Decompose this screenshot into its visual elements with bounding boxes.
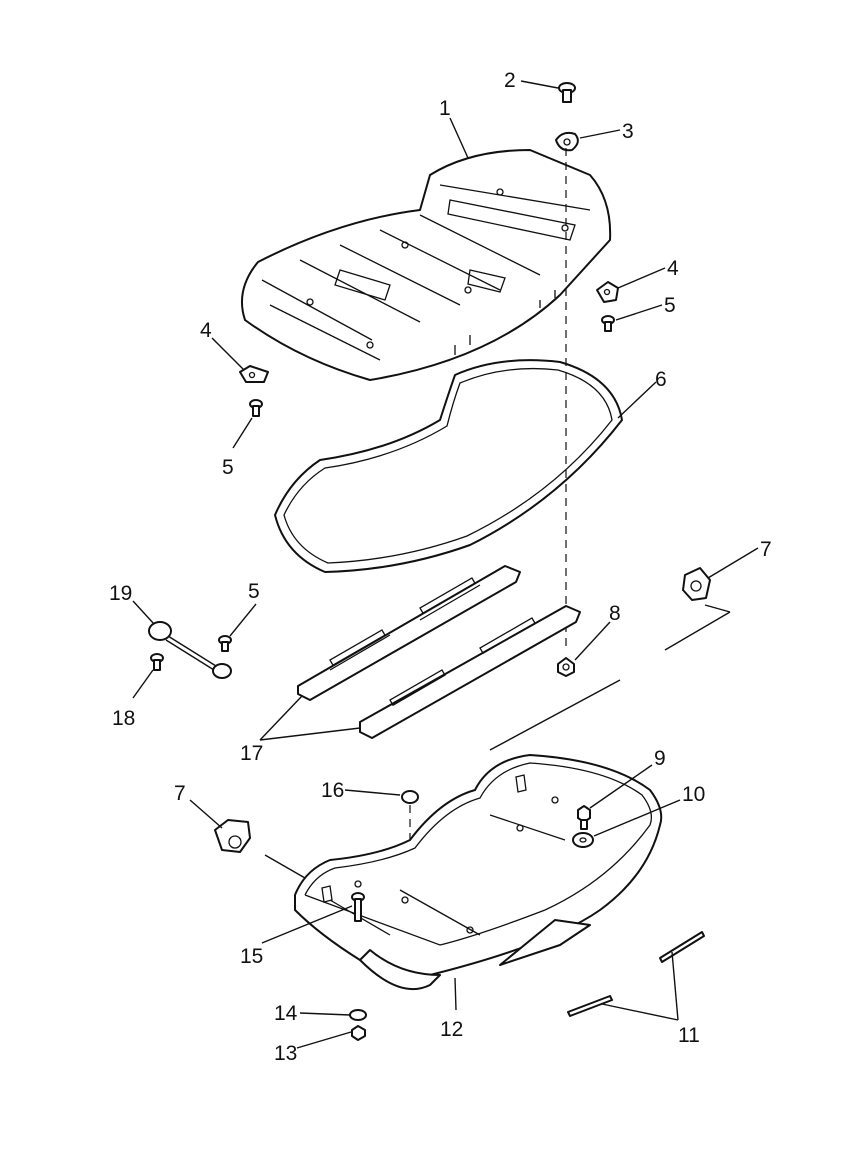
callout-2: 2 — [504, 69, 516, 92]
callout-5-right: 5 — [664, 294, 676, 317]
strap-part-19 — [148, 621, 232, 679]
latch-part-7-right — [664, 567, 731, 651]
callout-7-left: 7 — [174, 782, 186, 805]
nut-part-8 — [557, 657, 575, 677]
bolt-part-15 — [351, 892, 365, 922]
callout-17: 17 — [240, 742, 263, 765]
callout-4-left: 4 — [200, 319, 212, 342]
callout-19: 19 — [109, 582, 132, 605]
callout-18: 18 — [112, 707, 135, 730]
callout-leaders — [132, 80, 759, 1049]
callout-15: 15 — [240, 945, 263, 968]
callout-10: 10 — [682, 783, 705, 806]
washer-part-10 — [572, 832, 594, 848]
plug-part-16 — [401, 790, 419, 804]
callout-4-right: 4 — [667, 257, 679, 280]
storage-tray — [294, 754, 663, 991]
rack-top — [241, 149, 612, 381]
callout-5-left: 5 — [222, 456, 234, 479]
rods-part-11 — [567, 931, 705, 1017]
screw-part-5-middle — [218, 635, 232, 652]
callout-13: 13 — [274, 1042, 297, 1065]
washer-part-14 — [349, 1009, 367, 1021]
screw-part-5-left — [249, 399, 263, 417]
screw-part-18 — [150, 653, 164, 671]
callout-12: 12 — [440, 1018, 463, 1041]
callout-9: 9 — [654, 747, 666, 770]
clip-part-3 — [555, 131, 579, 152]
latch-part-7-left — [214, 819, 306, 879]
callout-5-middle: 5 — [248, 580, 260, 603]
guide-line — [489, 679, 621, 751]
callout-7-right: 7 — [760, 538, 772, 561]
callout-11: 11 — [678, 1024, 700, 1047]
bolt-part-9 — [577, 805, 591, 830]
callout-14: 14 — [274, 1002, 298, 1025]
callout-8: 8 — [609, 602, 621, 625]
mounting-strips — [297, 565, 581, 739]
callout-labels: 1 2 3 4 4 5 5 5 6 7 7 8 9 10 11 12 13 14… — [109, 69, 772, 1065]
gasket-loop — [274, 359, 623, 573]
bracket-part-4-right — [596, 281, 619, 303]
callout-6: 6 — [655, 368, 667, 391]
bracket-part-4-left — [239, 365, 269, 383]
callout-1: 1 — [439, 97, 451, 120]
screw-part-2 — [558, 82, 576, 103]
nut-part-13 — [351, 1025, 366, 1041]
callout-3: 3 — [622, 120, 634, 143]
callout-16: 16 — [321, 779, 344, 802]
screw-part-5-right — [601, 315, 615, 332]
